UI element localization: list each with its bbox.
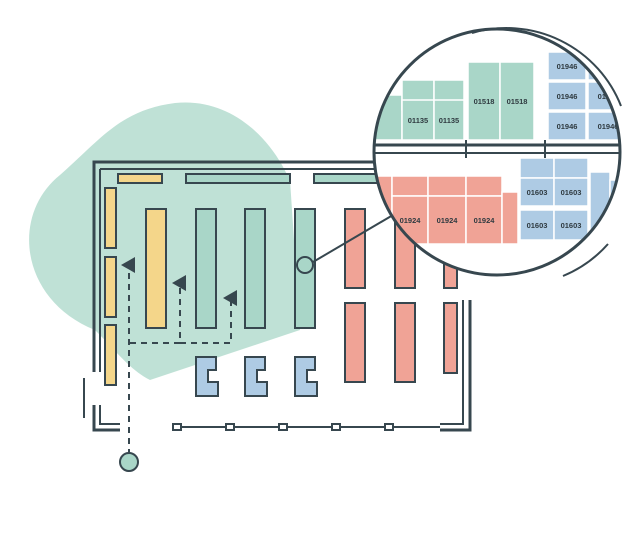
rack-green-1 bbox=[195, 208, 217, 329]
blue-stations bbox=[195, 356, 318, 397]
rack-red-1 bbox=[344, 208, 366, 289]
zoom-cell bbox=[501, 191, 519, 245]
zoom-cell: 01135 bbox=[433, 99, 465, 141]
station-1 bbox=[195, 356, 219, 397]
zoom-cell: 01946 bbox=[547, 51, 587, 81]
left-wall-racks bbox=[104, 187, 117, 386]
zoom-cell: 01946 bbox=[547, 81, 587, 111]
zoom-cell: 01924 bbox=[465, 195, 503, 245]
zoom-cell: 01603 bbox=[519, 177, 555, 207]
zoom-cell-label: 01924 bbox=[400, 216, 422, 225]
route-paths bbox=[121, 257, 237, 455]
zoom-cell: 01135 bbox=[401, 99, 435, 141]
zoom-cell-label: 01924 bbox=[437, 216, 459, 225]
zoom-row-bottom: 01924 01924 01924 01603 01603 01603 01603 bbox=[374, 157, 620, 245]
zoom-cell bbox=[519, 157, 555, 179]
zoom-cell-label: 01946 bbox=[557, 92, 578, 101]
zoom-cell: 01946 bbox=[547, 111, 587, 141]
zoom-cell: 01603 bbox=[519, 209, 555, 241]
zoom-cell bbox=[427, 175, 467, 197]
zoom-cell-label: 01924 bbox=[474, 216, 496, 225]
rack-red-6 bbox=[443, 302, 458, 374]
zoom-cell-label: 01603 bbox=[561, 221, 582, 230]
wall-studs bbox=[172, 423, 394, 431]
lens-anchor-icon bbox=[296, 256, 314, 274]
zoom-cell: 01946 bbox=[587, 111, 620, 141]
zoom-cell-label: 01946 bbox=[598, 122, 619, 131]
zoom-cell: 01603 bbox=[553, 209, 589, 241]
top-racks bbox=[117, 173, 405, 184]
zoom-cell-label: 01603 bbox=[527, 188, 548, 197]
zoom-cell-label: 01135 bbox=[439, 116, 459, 125]
station-3 bbox=[294, 356, 318, 397]
zoom-cell bbox=[465, 175, 503, 197]
zoom-cell: 01518 bbox=[467, 61, 501, 141]
zoom-cell bbox=[391, 175, 429, 197]
rack-top-green-1 bbox=[185, 173, 291, 184]
zoom-cell-label: 01946 bbox=[557, 62, 578, 71]
rack-top-yellow bbox=[117, 173, 163, 184]
zoom-cell-label: 01946 bbox=[557, 122, 578, 131]
zoom-cell: 01924 bbox=[427, 195, 467, 245]
zoom-cell-label: 01603 bbox=[561, 188, 582, 197]
zoom-cell-label: 01518 bbox=[507, 97, 528, 106]
rack-red-4 bbox=[394, 302, 416, 383]
station-2 bbox=[244, 356, 268, 397]
zoom-cell: 01518 bbox=[499, 61, 535, 141]
entry-marker-icon bbox=[119, 452, 139, 472]
route-aisle-2 bbox=[180, 290, 237, 344]
lens-connector bbox=[312, 214, 394, 263]
zoom-cell-label: 01603 bbox=[527, 221, 548, 230]
zoom-cell-label: 01135 bbox=[408, 116, 428, 125]
zoom-cell bbox=[553, 157, 589, 179]
rack-red-2 bbox=[344, 302, 366, 383]
magnifier-lens: 01135 01135 01518 01518 01946 01946 01946 01946… bbox=[372, 27, 622, 277]
zoom-cell-label: 01518 bbox=[474, 97, 495, 106]
rack-green-2 bbox=[244, 208, 266, 329]
rack-yellow bbox=[145, 208, 167, 329]
building-outline bbox=[83, 160, 472, 432]
zoom-cell: 01603 bbox=[553, 177, 589, 207]
